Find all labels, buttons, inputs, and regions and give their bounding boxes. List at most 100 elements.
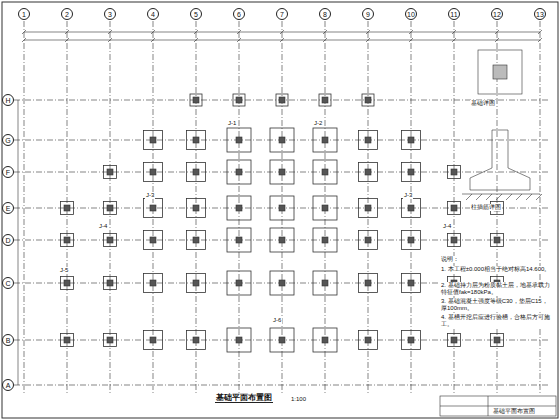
footing-outline: [402, 231, 421, 250]
axis-number: C: [5, 280, 10, 287]
footing-outline: [187, 199, 206, 218]
soil-hatch: [526, 194, 532, 200]
column-section: [107, 280, 113, 286]
footing-outline: [227, 271, 251, 295]
column-section: [193, 137, 199, 143]
axis-number: 13: [536, 11, 544, 18]
plan-title: 基础平面布置图: [215, 393, 273, 403]
footing-outline: [313, 228, 337, 252]
axis-line: [14, 385, 548, 386]
column-section: [107, 237, 113, 243]
footing-outline: [402, 274, 421, 293]
footing-label: J-1: [227, 120, 237, 127]
detail-footing-section: [470, 130, 530, 190]
dimension-tick: [237, 30, 241, 34]
footing-outline: [270, 271, 294, 295]
column-section: [279, 237, 285, 243]
soil-hatch: [536, 194, 542, 200]
dimension-line: [18, 100, 19, 385]
footing-outline: [270, 228, 294, 252]
footing-label: J-4: [442, 223, 452, 230]
soil-hatch: [516, 194, 522, 200]
note-line: 1. 本工程±0.000相当于绝对标高14.600。: [440, 266, 554, 273]
footing-outline: [402, 199, 421, 218]
footing-outline: [448, 202, 461, 215]
dimension-tick: [194, 30, 198, 34]
footing-outline: [402, 131, 421, 150]
column-section: [365, 205, 371, 211]
soil-hatch: [476, 194, 482, 200]
footing-outline: [491, 234, 504, 247]
dimension-tick: [108, 38, 112, 42]
axis-bubble: B: [2, 334, 14, 346]
soil-hatch: [506, 194, 512, 200]
footing-outline: [402, 331, 421, 350]
dimension-tick: [538, 38, 542, 42]
axis-number: 8: [323, 11, 327, 18]
soil-hatch: [466, 194, 472, 200]
note-line: 3. 基础混凝土强度等级C30，垫层C15，厚100mm。: [440, 298, 554, 312]
footing-outline: [144, 331, 163, 350]
footing-outline: [359, 163, 378, 182]
footing-outline: [270, 160, 294, 184]
footing-label: J-2: [313, 120, 323, 127]
axis-number: G: [5, 137, 10, 144]
dimension-tick: [151, 30, 155, 34]
column-section: [322, 169, 328, 175]
dimension-tick: [452, 30, 456, 34]
footing-outline: [104, 202, 117, 215]
column-section: [365, 137, 371, 143]
title-block-line: [488, 396, 489, 416]
axis-bubble: 10: [405, 8, 417, 20]
axis-number: 9: [366, 11, 370, 18]
column-section: [279, 205, 285, 211]
column-section: [64, 280, 70, 286]
axis-number: 5: [194, 11, 198, 18]
column-section: [107, 337, 113, 343]
column-section: [365, 280, 371, 286]
soil-hatch: [486, 194, 492, 200]
footing-outline: [313, 271, 337, 295]
footing-label: J-6: [272, 317, 282, 324]
footing-outline: [359, 131, 378, 150]
column-section: [408, 137, 414, 143]
footing-outline: [227, 196, 251, 220]
column-section: [322, 337, 328, 343]
dimension-tick: [495, 30, 499, 34]
footing-outline: [61, 202, 74, 215]
dimension-tick: [65, 38, 69, 42]
column-section: [408, 237, 414, 243]
footing-outline: [104, 234, 117, 247]
dimension-tick: [280, 38, 284, 42]
dimension-tick: [194, 38, 198, 42]
soil-hatch: [496, 194, 502, 200]
footing-outline: [187, 163, 206, 182]
dimension-tick: [323, 38, 327, 42]
dimension-tick: [409, 30, 413, 34]
column-section: [451, 205, 457, 211]
column-section: [107, 205, 113, 211]
column-section: [408, 169, 414, 175]
axis-number: 4: [151, 11, 155, 18]
column-section: [451, 237, 457, 243]
footing-outline: [227, 228, 251, 252]
axis-bubble: 2: [61, 8, 73, 20]
axis-bubble: 12: [491, 8, 503, 20]
footing-outline: [402, 163, 421, 182]
column-section: [279, 280, 285, 286]
axis-bubble: F: [2, 166, 14, 178]
dimension-tick: [495, 38, 499, 42]
axis-bubble: 3: [104, 8, 116, 20]
axis-number: 10: [407, 11, 415, 18]
column-section: [193, 97, 199, 103]
column-section: [365, 169, 371, 175]
column-section: [408, 280, 414, 286]
column-section: [279, 169, 285, 175]
column-section: [365, 237, 371, 243]
column-section: [236, 280, 242, 286]
column-section: [193, 337, 199, 343]
footing-outline: [313, 328, 337, 352]
note-line: 2. 基础持力层为粉质黏土层，地基承载力特征值fak=180kPa。: [440, 282, 554, 296]
